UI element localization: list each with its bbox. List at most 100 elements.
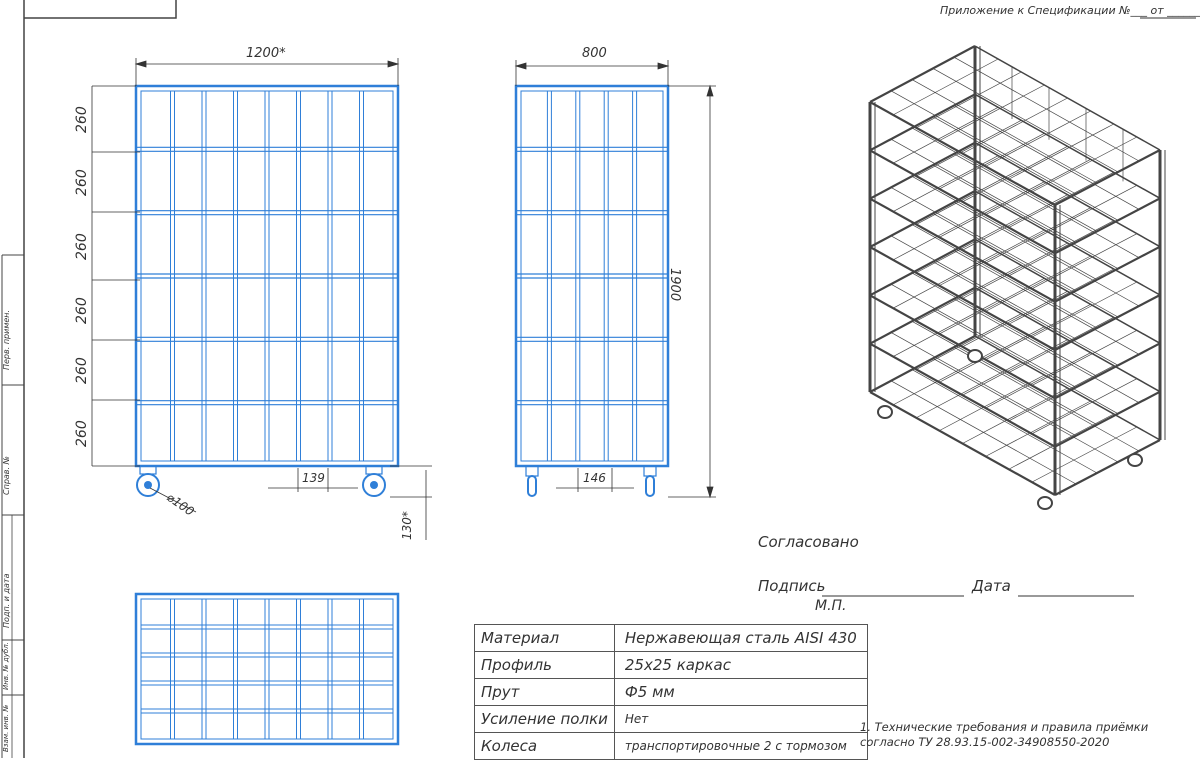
iso-wheel [1127,453,1143,467]
iso-rod [953,201,1140,307]
stamp-label-first-use: Перв. примен. [2,309,11,370]
iso-rod [1008,365,1114,422]
iso-rod [1008,172,1114,228]
top-inner-frame [140,598,394,740]
date-label: Дата [972,577,1011,595]
iso-rod [939,374,1045,431]
side-width-dim: 800 [582,46,607,61]
signature-lines [822,17,1196,597]
iso-rod [1031,330,1138,386]
iso-rod [932,358,1119,463]
iso-rod [932,116,1119,221]
iso-shelf-edge [869,335,976,393]
front-cell-dim: 139 [302,471,325,485]
spec-value: 25х25 каркас [613,651,868,679]
iso-rod [1031,185,1138,241]
iso-rod [1031,426,1138,483]
iso-rod [892,155,999,212]
spec-value: транспортировочные 2 с тормозом [613,732,868,760]
front-view [134,84,400,497]
iso-rod [985,110,1091,167]
iso-rod [962,242,1068,299]
iso-rod [1008,413,1114,470]
iso-shelf-edge [869,141,976,200]
iso-rod [932,213,1119,318]
iso-rod [1031,281,1138,338]
caster-bracket [643,465,657,477]
iso-rod [953,298,1140,403]
iso-rod [890,90,1077,195]
spec-value: Нержавеющая сталь AISI 430 [613,624,868,652]
iso-rod [890,380,1077,485]
iso-rod [939,133,1045,190]
wheel-hub [370,481,378,489]
iso-rod [1031,136,1138,193]
iso-rod [916,361,1022,419]
iso-rod [916,216,1022,274]
spec-label: Профиль [474,651,615,679]
stamp-label-dup: Инв. № дубл. [2,642,10,690]
iso-rod [962,339,1068,396]
spec-label: Материал [474,624,615,652]
iso-shelf-edge [869,45,976,103]
iso-rod [962,387,1068,444]
iso-rod [939,278,1045,335]
iso-rod [890,332,1077,436]
iso-rod [985,159,1091,216]
agreed-label: Согласовано [758,533,859,551]
dimension-lines [91,58,716,540]
iso-rod [939,181,1045,238]
iso-rod [962,146,1068,203]
caster-wheel [645,475,655,497]
iso-shelf-edge [1054,439,1161,496]
iso-shelf-edge [1054,294,1161,351]
iso-rod [932,309,1119,414]
iso-rod [911,369,1098,474]
iso-rod [911,272,1098,377]
iso-rod [939,326,1045,383]
spec-label: Прут [474,678,615,706]
iso-rod [892,203,999,261]
iso-rod [985,304,1091,361]
iso-rod [892,58,999,116]
iso-shelf-edge [1054,342,1161,400]
iso-shelf-edge [1054,197,1161,255]
iso-rod [916,313,1022,370]
iso-shelf-edge [869,93,976,152]
iso-rod [939,84,1045,141]
side-cell-dim: 146 [583,471,606,485]
note-line-2: согласно ТУ 28.93.15-002-34908550-2020 [860,735,1110,749]
spec-label: Усиление полки [474,705,615,733]
iso-rod [911,127,1098,232]
front-frame [134,84,400,468]
side-inner-frame [520,90,664,462]
iso-rod [890,138,1077,243]
isometric-view [868,45,1166,510]
iso-rod [911,224,1098,329]
iso-rod [985,255,1091,312]
spec-value: Нет [613,705,868,733]
shelf-dim-2: 260 [74,169,90,196]
iso-rod [916,71,1022,129]
iso-rod [962,194,1068,251]
side-view [514,84,670,497]
iso-shelf-edge [869,286,976,345]
note-line-1: 1. Технические требования и правила приё… [860,720,1149,734]
iso-rod [892,107,999,164]
iso-rod [985,400,1091,457]
front-width-dim: 1200* [246,46,286,61]
signature-label: Подпись [758,577,826,595]
top-frame [134,592,400,746]
iso-shelf-edge [1054,245,1161,303]
iso-wheel [1037,496,1053,510]
stamp-label-ref: Справ. № [2,456,11,495]
shelf-dim-5: 260 [74,357,90,384]
wheel [136,473,160,497]
iso-rod [932,68,1119,173]
appendix-text: Приложение к Спецификации №___ от ______… [940,4,1200,17]
iso-rod [939,229,1045,286]
front-inner-frame [140,90,394,462]
side-frame [514,84,670,468]
shelf-dim-1: 260 [74,106,90,133]
